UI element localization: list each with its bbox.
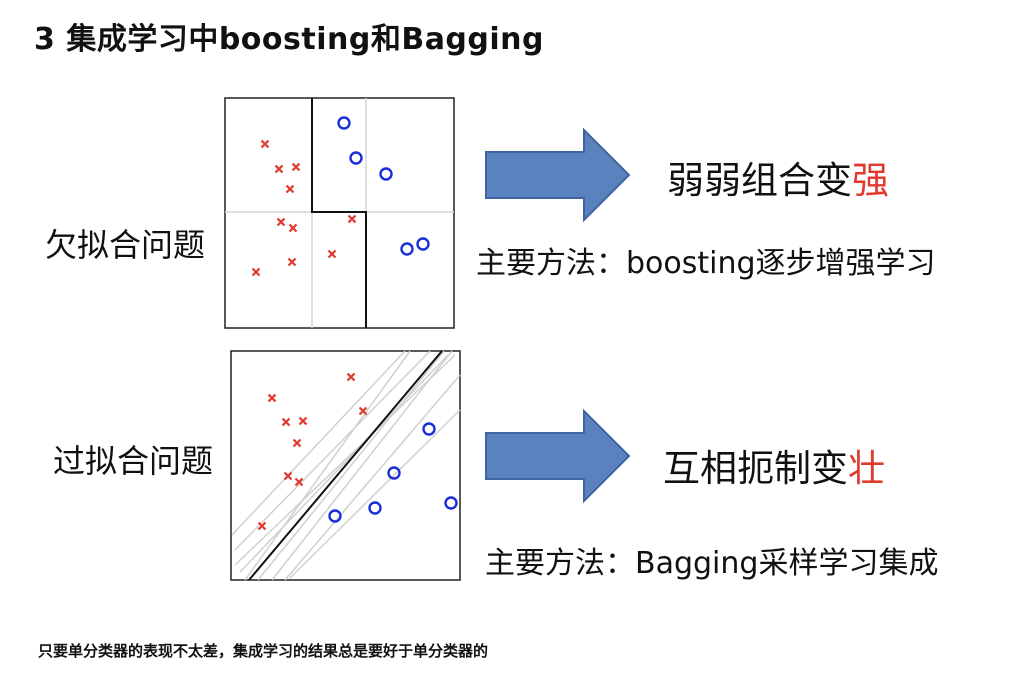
arrow-right-icon [485,408,631,504]
cross-marker [347,214,357,224]
cross-marker [327,249,337,259]
circle-marker [444,496,458,510]
cross-marker [283,471,293,481]
overfit-method-prefix: 主要方法： [485,546,635,581]
circle-marker [400,242,414,256]
bagging-sample-boundary [257,350,445,581]
bagging-decision-boundary [248,350,443,581]
bagging-sample-boundary [239,354,449,573]
bagging-sample-boundary [244,350,411,581]
underfit-method-prefix: 主要方法： [476,246,626,281]
cross-marker [251,267,261,277]
overfit-method-text: Bagging采样学习集成 [635,546,939,581]
overfit-label: 过拟合问题 [53,442,214,480]
cross-marker [292,438,302,448]
cross-marker [274,164,284,174]
cross-marker [287,257,297,267]
bagging-sample-boundary [234,350,431,551]
overfit-result: 互相扼制变壮 [663,438,885,492]
underfit-plot [224,97,455,329]
underfit-result-text: 弱弱组合变 [667,159,852,202]
circle-marker [337,116,351,130]
circle-marker [349,151,363,165]
underfit-method-text: boosting逐步增强学习 [626,246,936,281]
overfit-method: 主要方法：Bagging采样学习集成 [485,538,938,582]
circle-marker [416,237,430,251]
overfit-result-text: 互相扼制变 [663,447,848,490]
cross-marker [288,223,298,233]
bagging-sample-boundary [271,350,453,581]
cross-marker [291,162,301,172]
overfit-result-highlight: 壮 [848,447,885,490]
underfit-label: 欠拟合问题 [45,226,206,264]
cross-marker [358,406,368,416]
circle-marker [379,167,393,181]
circle-marker [328,509,342,523]
cross-marker [346,372,356,382]
cross-marker [298,416,308,426]
circle-marker [368,501,382,515]
bagging-sample-boundary [289,409,461,579]
footnote: 只要单分类器的表现不太差，集成学习的结果总是要好于单分类器的 [38,642,489,660]
cross-marker [257,521,267,531]
arrow-right-icon [485,127,631,223]
circle-marker [387,466,401,480]
underfit-method: 主要方法：boosting逐步增强学习 [476,238,936,282]
cross-marker [267,393,277,403]
cross-marker [285,184,295,194]
bagging-sample-boundary [284,374,461,581]
circle-marker [422,422,436,436]
cross-marker [294,477,304,487]
bagging-sample-boundary [234,354,456,566]
bagging-sample-boundary [231,350,406,536]
cross-marker [281,417,291,427]
cross-marker [276,217,286,227]
boosting-decision-boundary [311,98,367,328]
underfit-result-highlight: 强 [852,159,889,202]
overfit-plot [230,350,461,581]
slide-title: 3 集成学习中boosting和Bagging [34,22,545,57]
cross-marker [260,139,270,149]
underfit-result: 弱弱组合变强 [667,150,889,204]
